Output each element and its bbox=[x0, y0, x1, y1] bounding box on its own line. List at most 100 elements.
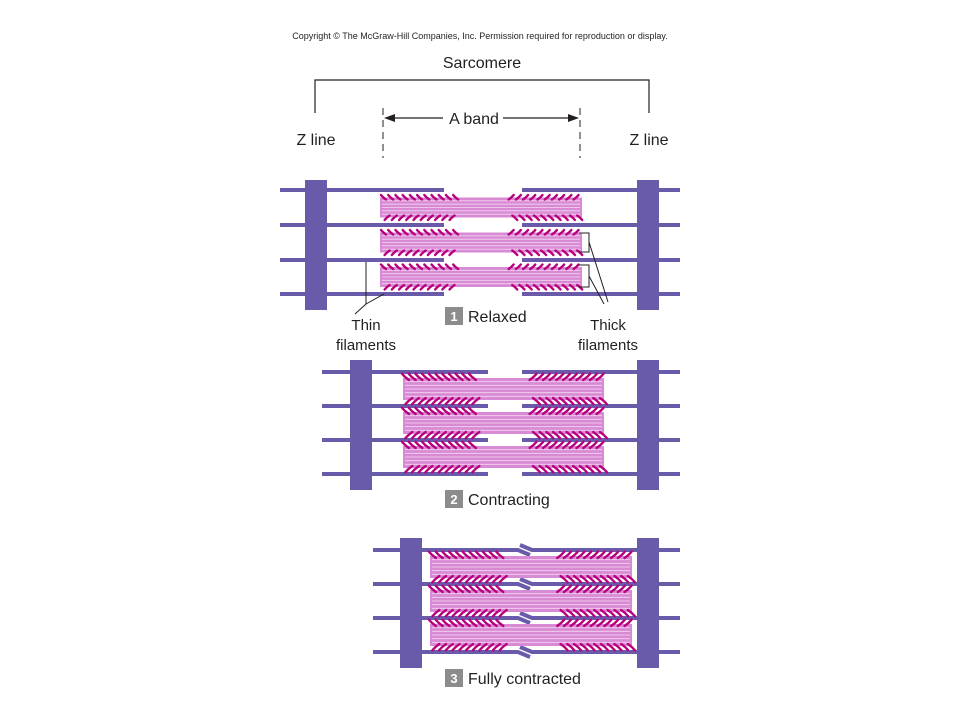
myosin-head bbox=[606, 608, 616, 618]
myosin-head bbox=[412, 214, 420, 222]
z-line-right bbox=[637, 360, 659, 490]
myosin-head bbox=[485, 608, 495, 618]
myosin-head bbox=[426, 249, 435, 257]
myosin-head bbox=[545, 464, 555, 474]
myosin-head bbox=[539, 283, 548, 291]
myosin-head bbox=[427, 550, 438, 560]
myosin-head bbox=[427, 406, 437, 416]
myosin-head bbox=[444, 608, 455, 618]
myosin-head bbox=[592, 464, 602, 474]
myosin-head bbox=[572, 193, 580, 201]
myosin-head bbox=[518, 214, 526, 222]
contracting-sarcomere-panel bbox=[322, 360, 680, 490]
myosin-head bbox=[454, 406, 464, 416]
myosin-head bbox=[441, 618, 451, 628]
myosin-head bbox=[423, 228, 431, 236]
thick-filaments-callout: Thick filaments bbox=[578, 232, 638, 354]
myosin-head bbox=[548, 440, 558, 450]
myosin-head bbox=[576, 584, 586, 594]
myosin-head bbox=[434, 440, 444, 450]
myosin-head bbox=[565, 464, 575, 474]
myosin-head bbox=[551, 396, 562, 406]
myosin-head bbox=[569, 584, 579, 594]
myosin-head bbox=[404, 430, 414, 440]
myosin-head bbox=[623, 618, 633, 628]
myosin-head bbox=[430, 396, 441, 406]
myosin-head bbox=[545, 396, 555, 406]
myosin-head bbox=[394, 193, 402, 201]
myosin-head bbox=[437, 608, 448, 618]
myosin-head bbox=[562, 584, 573, 594]
myosin-head bbox=[568, 283, 577, 291]
myosin-head bbox=[414, 440, 424, 450]
myosin-head bbox=[471, 642, 481, 652]
myosin-head bbox=[419, 214, 427, 222]
myosin-head bbox=[518, 249, 526, 257]
myosin-head bbox=[609, 550, 620, 560]
myosin-head bbox=[575, 406, 585, 416]
myosin-head bbox=[531, 396, 542, 406]
myosin-head bbox=[451, 193, 460, 201]
myosin-head bbox=[485, 574, 495, 584]
stage-1-number: 1 bbox=[450, 309, 457, 324]
myosin-head bbox=[461, 406, 471, 416]
thin-filaments-callout: Thin filaments bbox=[336, 262, 396, 354]
myosin-head bbox=[407, 406, 417, 416]
myosin-head bbox=[431, 574, 441, 584]
myosin-head bbox=[419, 249, 427, 257]
myosin-head bbox=[478, 608, 488, 618]
myosin-head bbox=[426, 214, 435, 222]
myosin-head bbox=[606, 642, 616, 652]
myosin-head bbox=[547, 214, 555, 222]
myosin-head bbox=[448, 618, 458, 628]
myosin-head bbox=[427, 372, 437, 382]
myosin-head bbox=[596, 618, 606, 628]
myosin-head bbox=[430, 263, 438, 271]
myosin-head bbox=[538, 430, 548, 440]
myosin-head bbox=[575, 214, 584, 222]
myosin-head bbox=[437, 574, 448, 584]
myosin-head bbox=[448, 584, 458, 594]
myosin-head bbox=[448, 214, 456, 222]
myosin-head bbox=[562, 618, 573, 628]
myosin-head bbox=[467, 372, 478, 382]
myosin-head bbox=[536, 228, 544, 236]
myosin-head bbox=[599, 642, 610, 652]
myosin-head bbox=[582, 406, 592, 416]
myosin-head bbox=[434, 372, 444, 382]
myosin-head bbox=[471, 464, 481, 474]
myosin-head bbox=[565, 430, 575, 440]
myosin-head bbox=[535, 440, 545, 450]
myosin-head bbox=[417, 396, 427, 406]
myosin-head bbox=[430, 228, 438, 236]
myosin-head bbox=[468, 550, 478, 560]
myosin-head bbox=[572, 608, 583, 618]
myosin-head bbox=[451, 464, 461, 474]
myosin-head bbox=[559, 574, 569, 584]
myosin-head bbox=[447, 372, 458, 382]
myosin-head bbox=[437, 193, 445, 201]
myosin-head bbox=[397, 214, 406, 222]
myosin-head bbox=[400, 372, 411, 382]
myosin-head bbox=[448, 283, 456, 291]
myosin-head bbox=[454, 584, 465, 594]
myosin-head bbox=[507, 193, 515, 201]
myosin-head bbox=[511, 249, 519, 257]
myosin-head bbox=[543, 263, 551, 271]
myosin-head bbox=[495, 550, 505, 560]
myosin-head bbox=[437, 396, 448, 406]
myosin-head bbox=[575, 440, 585, 450]
myosin-head bbox=[550, 263, 559, 271]
myosin-head bbox=[468, 584, 478, 594]
myosin-head bbox=[555, 406, 565, 416]
myosin-head bbox=[616, 550, 626, 560]
myosin-head bbox=[582, 618, 593, 628]
myosin-head bbox=[572, 642, 583, 652]
myosin-head bbox=[568, 372, 578, 382]
myosin-head bbox=[468, 618, 478, 628]
myosin-head bbox=[474, 550, 485, 560]
stage-2-number: 2 bbox=[450, 492, 457, 507]
myosin-head bbox=[525, 214, 533, 222]
myosin-head bbox=[613, 574, 623, 584]
